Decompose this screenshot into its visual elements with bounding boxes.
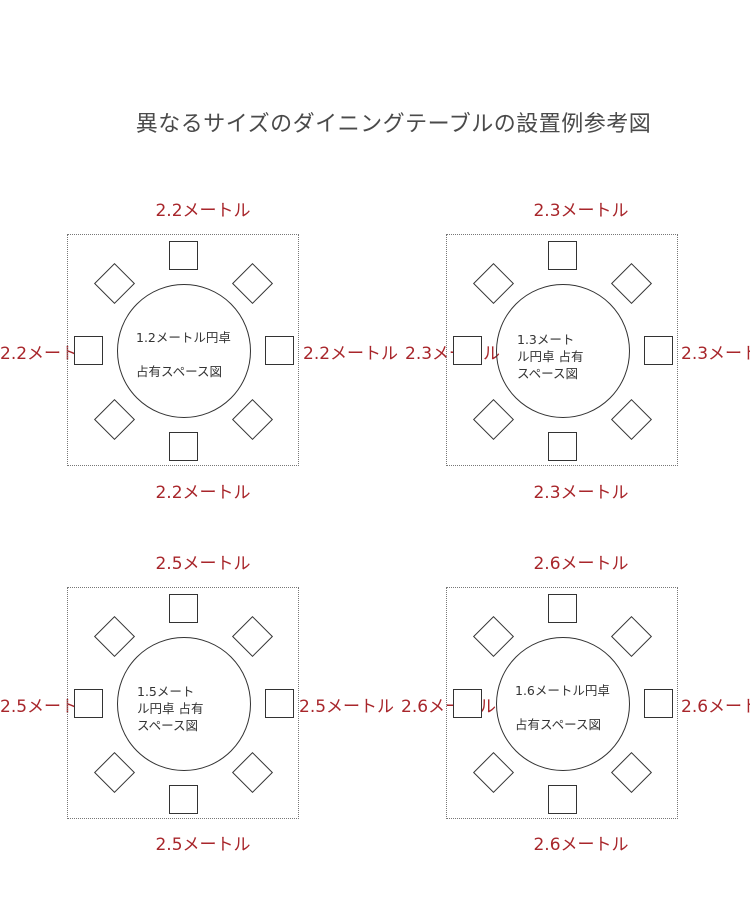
chair-bottom-right [610,398,653,441]
page-title: 異なるサイズのダイニングテーブルの設置例参考図 [135,112,652,137]
chair-bottom-left [472,751,515,794]
dimension-label-right: 2.3メートル [681,344,750,364]
space-boundary: 1.5メート ル円卓 占有 スペース図 [67,587,299,819]
dimension-label-bottom: 2.2メートル [155,483,251,503]
chair-top-right [610,262,653,305]
chair-right [265,336,294,365]
chair-bottom [548,432,577,461]
dimension-label-right: 2.2メートル [303,344,399,364]
chair-top [548,594,577,623]
dimension-label-left: 2.5メートル [0,697,96,717]
table-label: 1.3メート ル円卓 占有 スペース図 [517,332,584,381]
round-table [117,637,251,771]
chair-top-right [231,615,274,658]
dimension-label-top: 2.3メートル [533,201,629,221]
chair-left [453,336,482,365]
chair-bottom-right [231,751,274,794]
chair-right [644,689,673,718]
chair-top-left [93,262,136,305]
chair-right [644,336,673,365]
dimension-label-top: 2.5メートル [155,554,251,574]
dimension-label-bottom: 2.6メートル [533,835,629,855]
dimension-label-right: 2.6メートル [681,697,750,717]
dimension-label-bottom: 2.3メートル [533,483,629,503]
round-table [496,284,630,418]
dimension-label-top: 2.2メートル [155,201,251,221]
chair-bottom-left [93,398,136,441]
chair-bottom-left [93,751,136,794]
chair-bottom [169,785,198,814]
chair-top-right [231,262,274,305]
chair-top-left [93,615,136,658]
space-boundary: 1.2メートル円卓 占有スペース図 [67,234,299,466]
chair-left [453,689,482,718]
round-table [496,637,630,771]
chair-bottom-right [231,398,274,441]
dimension-label-right: 2.5メートル [299,697,395,717]
chair-top [169,241,198,270]
chair-top-right [610,615,653,658]
chair-bottom [548,785,577,814]
dimension-label-bottom: 2.5メートル [155,835,251,855]
chair-top-left [472,262,515,305]
table-label: 1.2メートル円卓 占有スペース図 [136,330,231,379]
chair-top [548,241,577,270]
chair-bottom-right [610,751,653,794]
dimension-label-top: 2.6メートル [533,554,629,574]
table-label: 1.6メートル円卓 占有スペース図 [515,683,610,732]
chair-bottom-left [472,398,515,441]
chair-bottom [169,432,198,461]
space-boundary: 1.6メートル円卓 占有スペース図 [446,587,678,819]
chair-right [265,689,294,718]
space-boundary: 1.3メート ル円卓 占有 スペース図 [446,234,678,466]
chair-top-left [472,615,515,658]
round-table [117,284,251,418]
chair-left [74,689,103,718]
table-label: 1.5メート ル円卓 占有 スペース図 [137,684,204,733]
dimension-label-left: 2.2メートル [0,344,96,364]
chair-left [74,336,103,365]
chair-top [169,594,198,623]
